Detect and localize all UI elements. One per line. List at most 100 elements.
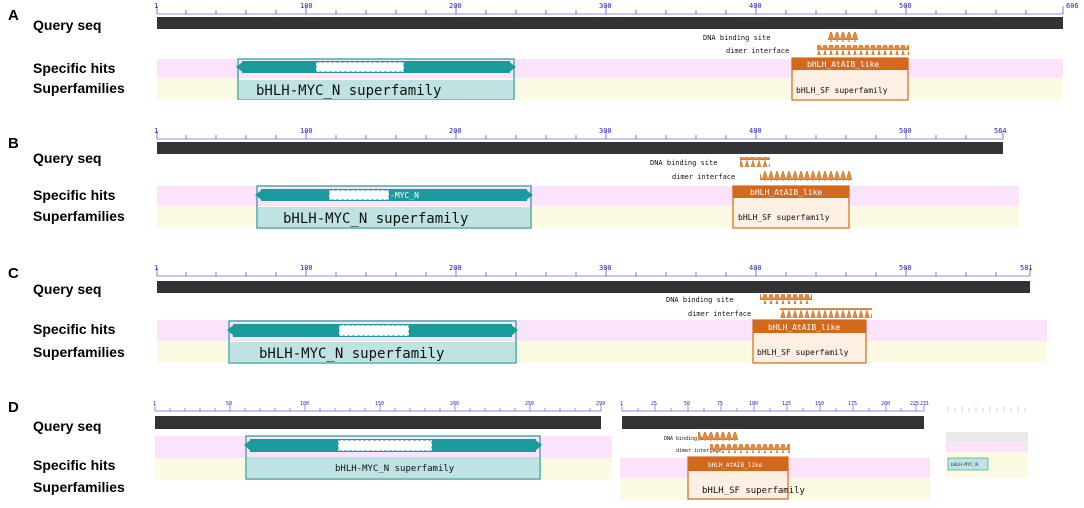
arrow-left-icon [236, 61, 244, 73]
specific-hits-label: Specific hits [33, 60, 116, 76]
tick-label: 300 [599, 127, 612, 135]
query-seq-label: Query seq [33, 150, 101, 166]
tick-label: 200 [450, 401, 459, 407]
myc-n-superfamily-fill [247, 457, 539, 478]
bhlh-specific-hit-label: bHLH_AtAIB_like [750, 188, 822, 197]
tick-label: 175 [848, 401, 857, 407]
dimer-interface-label: dimer interface [676, 448, 721, 454]
panel-letter: A [8, 7, 19, 24]
bhlh-specific-bar [792, 58, 908, 70]
tick-label: 100 [300, 264, 313, 272]
myc-n-domain-box [947, 457, 989, 471]
tick-label: 1 [154, 127, 158, 135]
tick-label: 231 [920, 401, 929, 407]
tick-label: 500 [899, 127, 912, 135]
bhlh-specific-bar [753, 320, 866, 333]
myc-n-specific-bar [261, 189, 527, 201]
myc-n-domain-box [256, 185, 532, 229]
tick-label: 200 [449, 264, 462, 272]
panel-letter: C [8, 265, 19, 282]
tick-label: 400 [749, 264, 762, 272]
arrow-left-icon [244, 439, 252, 452]
tick-label: 1 [154, 264, 158, 272]
query-sequence-bar [157, 17, 1063, 29]
query-sequence-bar [622, 416, 924, 429]
specific-hits-label: Specific hits [33, 321, 116, 337]
tick-label: 200 [449, 2, 462, 10]
bhlh-sf-label: bHLH_SF superfamily [757, 348, 849, 357]
specific-hits-label: Specific hits [33, 457, 116, 473]
bhlh-specific-bar [688, 457, 788, 471]
tick-label: 1 [620, 401, 623, 407]
query-sequence-bar [157, 142, 1003, 154]
ruler-minor-ticks [156, 6, 1064, 14]
dimer-interface-marks [780, 308, 872, 318]
bhlh-specific-hit-label: bHLH_AtAIB_like [768, 323, 840, 332]
myc-n-superfamily-fill [239, 80, 513, 99]
superfamilies-label: Superfamilies [33, 208, 125, 224]
panel-a: A Query seq Specific hits Superfamilies … [8, 2, 1079, 101]
myc-n-gap [338, 324, 410, 337]
tick-label: 606 [1066, 2, 1079, 10]
tick-label: 250 [525, 401, 534, 407]
tick-label: 100 [749, 401, 758, 407]
query-sequence-bar [946, 432, 1028, 442]
tick-label: 500 [899, 264, 912, 272]
dna-binding-site-label: DNA binding site [664, 436, 712, 442]
arrow-right-icon [508, 61, 516, 73]
specific-hits-band [946, 442, 1028, 452]
tick-label: 400 [749, 127, 762, 135]
dimer-interface-label: dimer interface [672, 173, 735, 181]
ruler-minor-ticks [156, 131, 1004, 139]
myc-n-superfamily-label: bHLH-MYC_N superfamily [259, 346, 444, 362]
bhlh-sf-label: bHLH_SF superfamily [738, 213, 830, 222]
segment-2: 1 25 50 75 100 125 150 175 200 225 231 D… [620, 401, 930, 500]
query-seq-label: Query seq [33, 281, 101, 297]
dna-binding-site-label: DNA binding site [666, 296, 733, 304]
bhlh-sf-label: bHLH_SF superfamily [702, 486, 806, 496]
dimer-interface-label: dimer interface [688, 310, 751, 318]
tick-label: 50 [226, 401, 232, 407]
dna-binding-site-label: DNA binding site [650, 159, 717, 167]
ruler-ticks [621, 404, 925, 411]
tick-label: 1 [154, 2, 158, 10]
tick-label: 500 [899, 2, 912, 10]
dna-binding-site-marks [828, 32, 858, 42]
tick-label: 225 [910, 401, 919, 407]
dna-binding-site-marks [760, 294, 812, 304]
myc-n-gap [328, 189, 390, 201]
superfamilies-label: Superfamilies [33, 80, 125, 96]
dimer-interface-label: dimer interface [726, 47, 789, 55]
superfamilies-label: Superfamilies [33, 344, 125, 360]
panel-d: D Query seq Specific hits Superfamilies … [8, 399, 1028, 500]
arrow-right-icon [525, 189, 533, 201]
bhlh-sf-label: bHLH_SF superfamily [796, 86, 888, 95]
bhlh-specific-hit-label: bHLH_AtAIB_like [807, 60, 879, 69]
tick-label: 150 [815, 401, 824, 407]
tick-label: 100 [300, 401, 309, 407]
tick-label: 125 [782, 401, 791, 407]
myc-n-superfamily-label: bHLH-MYC_N superfamily [256, 83, 441, 99]
specific-hits-label: Specific hits [33, 187, 116, 203]
myc-n-superfamily-fill [258, 207, 530, 227]
query-seq-label: Query seq [33, 17, 101, 33]
ruler-minor-ticks [156, 268, 1031, 276]
dna-binding-site-marks [740, 157, 770, 167]
ruler-ticks [947, 406, 1026, 412]
dimer-interface-marks [817, 45, 909, 55]
tick-label: 25 [651, 401, 657, 407]
bhlh-specific-hit-label: bHLH_AtAIB_like [708, 462, 763, 469]
panel-b: B Query seq Specific hits Superfamilies … [8, 127, 1019, 229]
tick-label: 400 [749, 2, 762, 10]
tick-label: 300 [599, 2, 612, 10]
arrow-right-icon [510, 324, 518, 337]
superfamilies-label: Superfamilies [33, 479, 125, 495]
myc-n-superfamily-fill [230, 342, 515, 362]
myc-n-gap [337, 439, 433, 452]
tick-label: 200 [881, 401, 890, 407]
query-seq-label: Query seq [33, 418, 101, 434]
arrow-left-icon [255, 189, 263, 201]
tick-label: 299 [596, 401, 605, 407]
panel-letter: B [8, 135, 19, 152]
ruler-minor-ticks [154, 404, 602, 411]
